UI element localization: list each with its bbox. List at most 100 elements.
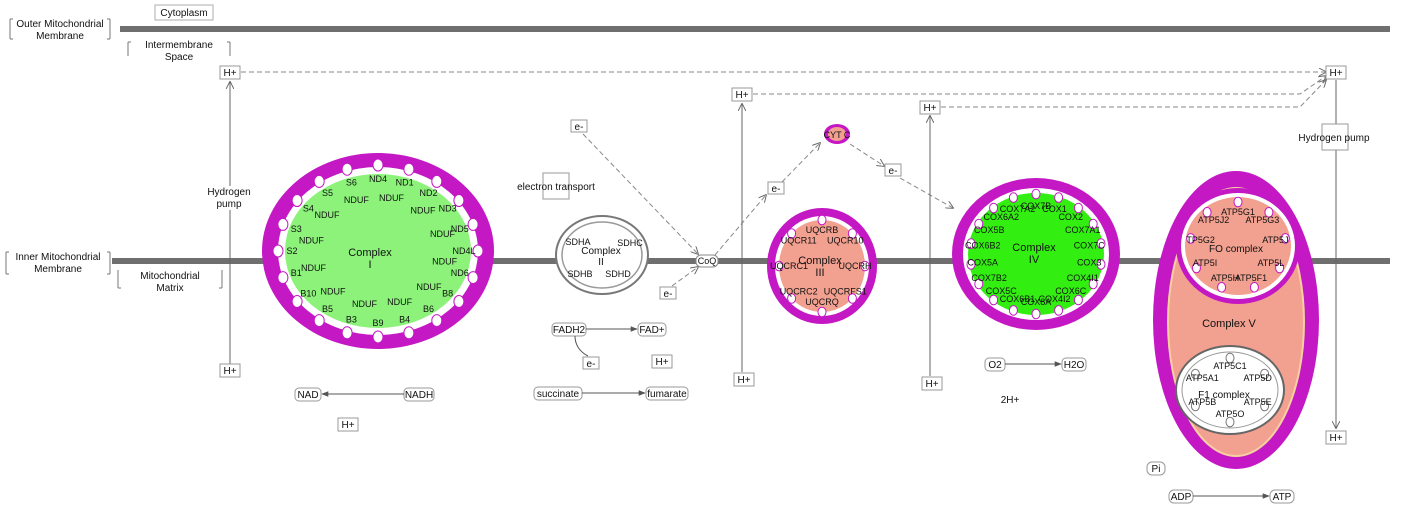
hplus-node[interactable]: H+ xyxy=(921,376,943,391)
complex-5[interactable]: ATP5G1ATP5G3ATP5JATP5LATP5F1ATP5HATP5ITP… xyxy=(1153,171,1319,469)
subunit-label[interactable]: COX5A xyxy=(968,257,999,267)
fumarate-node[interactable]: fumarate xyxy=(645,386,689,401)
subunit-label[interactable]: ATP5H xyxy=(1211,273,1239,283)
subunit-label[interactable]: NDUF xyxy=(411,206,436,216)
subunit-label[interactable]: ATP5G3 xyxy=(1245,215,1279,225)
eminus-node[interactable]: e- xyxy=(570,119,588,133)
hplus-node[interactable]: H+ xyxy=(219,65,241,80)
hplus-node[interactable]: H+ xyxy=(1325,65,1347,80)
atp-node[interactable]: ATP xyxy=(1269,489,1295,504)
hplus-node[interactable]: H+ xyxy=(337,417,359,432)
subunit-label[interactable]: COX4I1 xyxy=(1067,273,1099,283)
subunit-label[interactable]: NDUF xyxy=(387,297,412,307)
subunit-label[interactable]: COX7B2 xyxy=(971,273,1007,283)
subunit-label[interactable]: UQCRC2 xyxy=(780,287,818,297)
subunit-label[interactable]: B10 xyxy=(300,288,316,298)
subunit-label[interactable]: COX7C xyxy=(1074,241,1106,251)
nadh-node[interactable]: NADH xyxy=(403,387,435,402)
coq-node[interactable]: CoQ xyxy=(695,254,719,268)
nad-node[interactable]: NAD xyxy=(294,387,322,402)
hplus-node[interactable]: H+ xyxy=(733,372,755,387)
fadh2-node[interactable]: FADH2 xyxy=(551,322,587,337)
subunit-label[interactable]: NDUF xyxy=(299,235,324,245)
subunit-label[interactable]: ND3 xyxy=(439,204,457,214)
subunit-label[interactable]: COX3 xyxy=(1077,257,1102,267)
subunit-label[interactable]: B9 xyxy=(372,318,383,328)
hplus-node[interactable]: H+ xyxy=(219,363,241,378)
subunit-label[interactable]: UQCRC1 xyxy=(770,261,808,271)
subunit-label[interactable]: ATP5L xyxy=(1257,258,1284,268)
subunit-label[interactable]: S3 xyxy=(291,224,302,234)
subunit-label[interactable]: ATP5E xyxy=(1244,397,1272,407)
subunit-label[interactable]: ND1 xyxy=(396,178,414,188)
subunit-label[interactable]: NDUF xyxy=(432,257,457,267)
subunit-label[interactable]: ATP5G1 xyxy=(1221,207,1255,217)
o2-node[interactable]: O2 xyxy=(984,357,1006,372)
pi-node[interactable]: Pi xyxy=(1146,461,1166,476)
subunit-label[interactable]: S4 xyxy=(303,204,314,214)
eminus-node[interactable]: e- xyxy=(767,181,785,195)
subunit-label[interactable]: ATP5D xyxy=(1244,373,1273,383)
subunit-label[interactable]: NDUF xyxy=(379,193,404,203)
subunit-label[interactable]: UQCR11 xyxy=(781,236,817,246)
subunit-label[interactable]: COX7B xyxy=(1021,201,1052,211)
subunit-label[interactable]: NDUF xyxy=(430,229,455,239)
subunit-label[interactable]: COX1 xyxy=(1042,204,1067,214)
subunit-label[interactable]: COX4I2 xyxy=(1038,294,1070,304)
adp-node[interactable]: ADP xyxy=(1168,489,1194,504)
subunit-label[interactable]: S5 xyxy=(322,188,333,198)
subunit-label[interactable]: COX6A2 xyxy=(984,212,1020,222)
cytc-node[interactable]: CYT C xyxy=(824,124,851,144)
subunit-label[interactable]: NDUF xyxy=(321,287,346,297)
subunit-label[interactable]: UQCRH xyxy=(839,261,872,271)
subunit-label[interactable]: NDUF xyxy=(301,263,326,273)
fad-node[interactable]: FAD+ xyxy=(637,322,667,337)
subunit-label[interactable]: ATP5O xyxy=(1216,409,1245,419)
subunit-label[interactable]: COX6B1 xyxy=(1000,294,1036,304)
subunit-label[interactable]: ATP5F1 xyxy=(1235,273,1267,283)
subunit-label[interactable]: UQCRB xyxy=(806,225,839,235)
subunit-label[interactable]: COX7A2 xyxy=(1000,204,1036,214)
complex-4[interactable]: COX7BCOX1COX2COX7A1COX7CCOX3COX4I1COX6CC… xyxy=(952,178,1120,330)
subunit-label[interactable]: NDUF xyxy=(417,282,442,292)
eminus-node[interactable]: e- xyxy=(659,286,677,300)
eminus-node[interactable]: e- xyxy=(884,163,902,177)
subunit-label[interactable]: NDUF xyxy=(344,195,369,205)
subunit-label[interactable]: ATP5C1 xyxy=(1213,361,1246,371)
subunit-label[interactable]: B1 xyxy=(291,268,302,278)
eminus-node[interactable]: e- xyxy=(582,356,600,370)
subunit-label[interactable]: B5 xyxy=(322,304,333,314)
subunit-label[interactable]: COX5C xyxy=(986,286,1018,296)
subunit-label[interactable]: ND2 xyxy=(419,188,437,198)
subunit-label[interactable]: S6 xyxy=(346,178,357,188)
complex-2[interactable]: Complex II SDHA SDHC SDHB SDHD xyxy=(555,215,649,295)
subunit-label[interactable]: B3 xyxy=(346,315,357,325)
subunit-label[interactable]: UQCRFS1 xyxy=(824,287,867,297)
subunit-label[interactable]: COX6B2 xyxy=(965,241,1001,251)
subunit-label[interactable]: NDUF xyxy=(315,210,340,220)
subunit-label[interactable]: ND5 xyxy=(451,224,469,234)
subunit-label[interactable]: ATP5B xyxy=(1188,397,1216,407)
subunit-label[interactable]: COX6C xyxy=(1055,286,1087,296)
subunit-label[interactable]: COX8A xyxy=(1021,297,1052,307)
subunit-label[interactable]: UQCRQ xyxy=(805,297,839,307)
subunit-label[interactable]: ND4 xyxy=(369,174,387,184)
hplus-node[interactable]: H+ xyxy=(919,100,941,115)
subunit-label[interactable]: B6 xyxy=(423,304,434,314)
subunit-label[interactable]: ATP5A1 xyxy=(1186,373,1219,383)
subunit-label[interactable]: UQCR10 xyxy=(827,236,864,246)
subunit-label[interactable]: NDUF xyxy=(352,299,377,309)
h2o-node[interactable]: H2O xyxy=(1061,357,1087,372)
two-hplus-node[interactable]: 2H+ xyxy=(997,392,1023,407)
subunit-label[interactable]: ND4L xyxy=(452,246,475,256)
subunit-label[interactable]: ATP5J2 xyxy=(1198,215,1229,225)
succinate-node[interactable]: succinate xyxy=(533,386,583,401)
subunit-label[interactable]: S2 xyxy=(286,246,297,256)
subunit-label[interactable]: ND6 xyxy=(451,268,469,278)
subunit-label[interactable]: TP5G2 xyxy=(1186,235,1215,245)
subunit-label[interactable]: COX7A1 xyxy=(1065,225,1101,235)
hplus-node[interactable]: H+ xyxy=(1325,430,1347,445)
subunit-label[interactable]: COX2 xyxy=(1058,212,1083,222)
